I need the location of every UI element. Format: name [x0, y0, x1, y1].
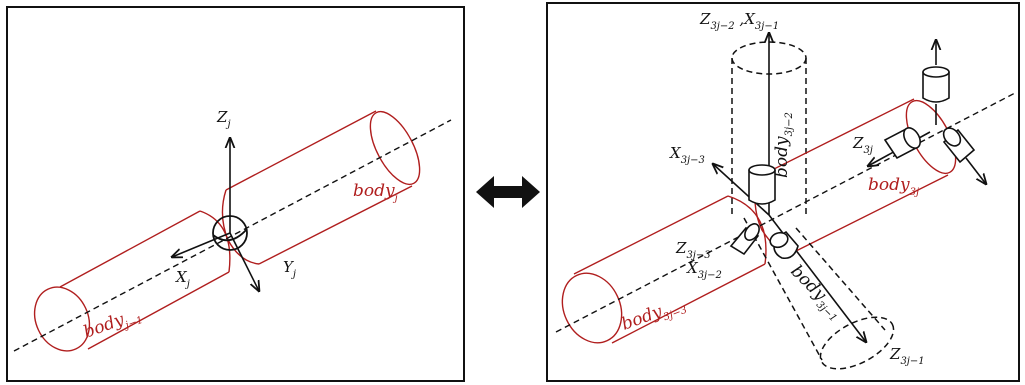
body-cylinder-lower — [33, 210, 231, 352]
label-z3j: Z3j — [852, 134, 873, 156]
body-label-3j-2: body3j−2 — [772, 112, 795, 178]
right-panel-frame — [546, 2, 1020, 382]
right-panel: Z3j−2 ,X3j−1 Z3j X3j−3 Z3j−3 X3j−2 Z3j−1… — [546, 2, 1020, 382]
joint-cylinder-z3j — [883, 127, 921, 160]
label-x3j-2: X3j−2 — [686, 259, 722, 281]
joint-assembly-icon — [922, 40, 986, 184]
centre-axis-line-right — [555, 92, 1016, 333]
joint-cylinder-top — [748, 164, 776, 205]
body-label-upper: bodyj — [353, 181, 398, 204]
label-top-axes: Z3j−2 ,X3j−1 — [699, 10, 779, 32]
left-panel: Zj Xj Yj bodyj bodyj−1 — [6, 6, 465, 382]
centre-axis-line — [13, 119, 452, 352]
axis-label-z: Zj — [216, 108, 231, 130]
joint-cylinder-right — [769, 230, 799, 260]
joint-axes — [172, 138, 259, 291]
body-label-3j: body3j — [868, 175, 919, 198]
axis-x3j-3 — [713, 164, 770, 216]
double-headed-arrow-icon — [476, 176, 540, 208]
left-panel-frame — [6, 6, 465, 382]
label-x3j-3: X3j−3 — [669, 144, 705, 166]
body-cylinder-3j-3 — [561, 195, 767, 344]
axis-label-x: Xj — [175, 268, 190, 290]
label-z3j-3: Z3j−3 — [675, 239, 711, 261]
label-z3j-1: Z3j−1 — [889, 345, 925, 367]
joint-cylinder-left — [729, 223, 760, 256]
body-cylinder-slanted-dashed — [743, 217, 895, 370]
axis-label-y: Yj — [283, 258, 296, 280]
